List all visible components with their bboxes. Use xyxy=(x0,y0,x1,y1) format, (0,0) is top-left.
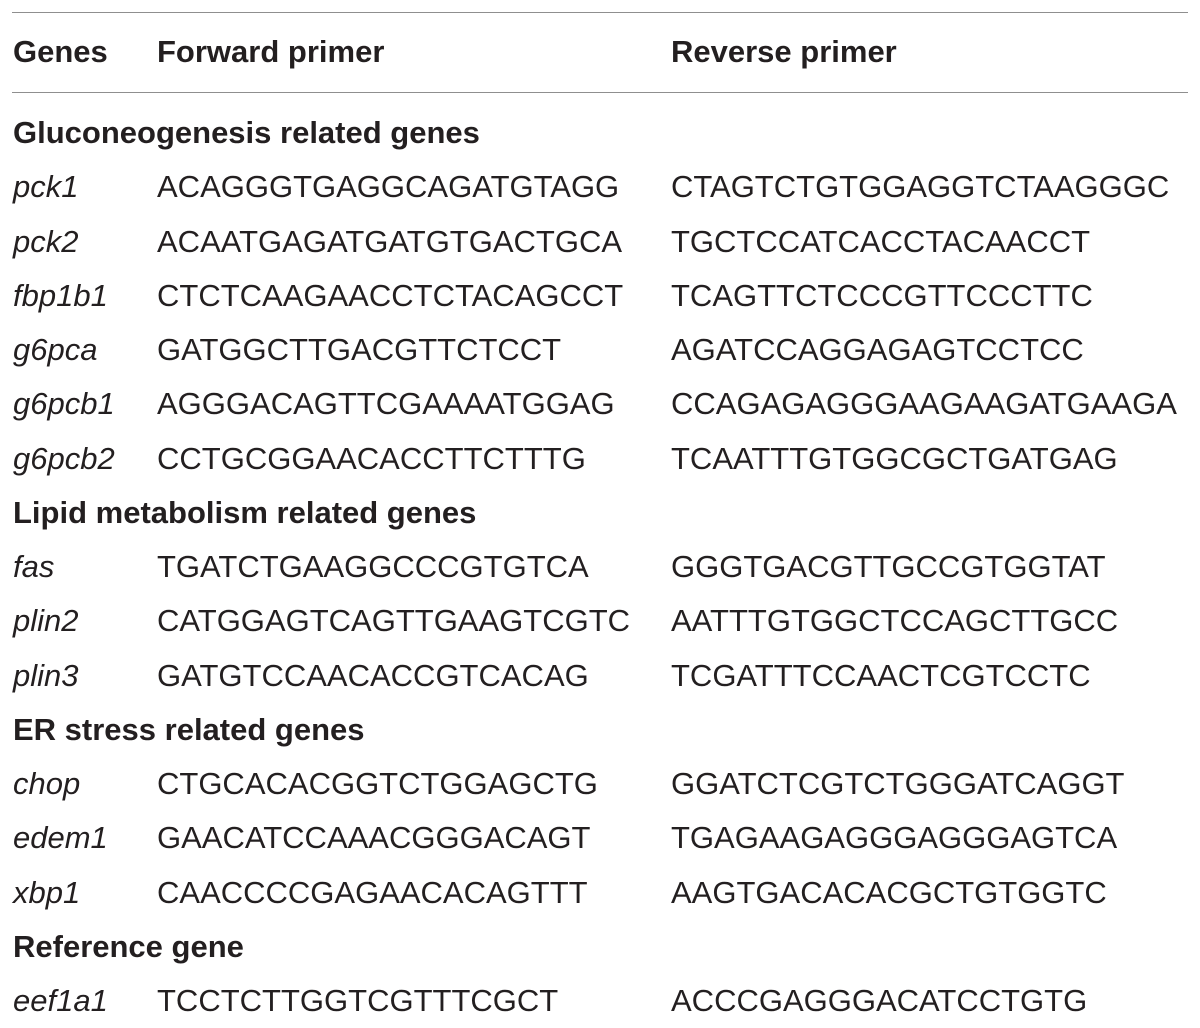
section-row: ER stress related genes xyxy=(0,703,1200,757)
table-row: pck2 ACAATGAGATGATGTGACTGCA TGCTCCATCACCTA… xyxy=(0,215,1200,269)
header-rule xyxy=(12,92,1188,93)
forward-primer: CTCTCAAGAACCTCTACAGCCT xyxy=(157,277,624,313)
table-row: g6pcb2 CCTGCGGAACACCTTCTTTG TCAATTTGTGGCGC… xyxy=(0,432,1200,486)
table-row: pck1 ACAGGGTGAGGCAGATGTAGG CTAGTCTGTGGAGGT… xyxy=(0,160,1200,214)
reverse-primer: TCAATTTGTGGCGCTGATGAG xyxy=(671,440,1118,476)
forward-primer: ACAATGAGATGATGTGACTGCA xyxy=(157,223,623,259)
reverse-primer: AAGTGACACACGCTGTGGTC xyxy=(671,874,1107,910)
section-row: Reference gene xyxy=(0,920,1200,974)
table-top-rule xyxy=(12,12,1188,13)
forward-primer: CCTGCGGAACACCTTCTTTG xyxy=(157,440,586,476)
forward-primer: CTGCACACGGTCTGGAGCTG xyxy=(157,766,598,801)
section-title: Gluconeogenesis related genes xyxy=(13,115,480,150)
gene-name: pck2 xyxy=(13,223,79,259)
forward-primer: CAACCCCGAGAACACAGTTT xyxy=(157,874,588,910)
forward-primer: GATGTCCAACACCGTCACAG xyxy=(157,657,589,693)
reverse-primer: GGATCTCGTCTGGGATCAGGT xyxy=(671,766,1125,801)
gene-name: fbp1b1 xyxy=(13,277,108,313)
gene-name: g6pcb1 xyxy=(13,386,115,422)
gene-name: eef1a1 xyxy=(13,983,108,1018)
reverse-primer: CCAGAGAGGGAAGAAGATGAAGA xyxy=(671,386,1177,422)
reverse-primer: TCGATTTCCAACTCGTCCTC xyxy=(671,657,1091,693)
section-title: Lipid metabolism related genes xyxy=(13,494,477,530)
reverse-primer: TCAGTTCTCCCGTTCCCTTC xyxy=(671,277,1093,313)
forward-primer: CATGGAGTCAGTTGAAGTCGTC xyxy=(157,603,631,639)
reverse-primer: ACCCGAGGGACATCCTGTG xyxy=(671,983,1088,1018)
gene-name: xbp1 xyxy=(13,874,81,910)
gene-name: edem1 xyxy=(13,820,108,856)
table-row: plin2 CATGGAGTCAGTTGAAGTCGTC AATTTGTGGCTCC… xyxy=(0,594,1200,648)
forward-primer: TCCTCTTGGTCGTTTCGCT xyxy=(157,983,559,1018)
table-row: edem1 GAACATCCAAACGGGACAGT TGAGAAGAGGGAGGG… xyxy=(0,811,1200,865)
reverse-primer: GGGTGACGTTGCCGTGGTAT xyxy=(671,549,1106,584)
section-row: Gluconeogenesis related genes xyxy=(0,106,1200,160)
reverse-primer: TGAGAAGAGGGAGGGAGTCA xyxy=(671,820,1118,856)
gene-name: chop xyxy=(13,766,81,801)
table-row: fbp1b1 CTCTCAAGAACCTCTACAGCCT TCAGTTCTCCCG… xyxy=(0,269,1200,323)
gene-name: g6pcb2 xyxy=(13,440,115,476)
table-row: eef1a1 TCCTCTTGGTCGTTTCGCT ACCCGAGGGACATCC… xyxy=(0,974,1200,1028)
header-genes: Genes xyxy=(13,34,108,69)
reverse-primer: CTAGTCTGTGGAGGTCTAAGGGC xyxy=(671,169,1170,205)
gene-name: g6pca xyxy=(13,332,98,367)
section-title: Reference gene xyxy=(13,928,244,964)
header-forward-primer: Forward primer xyxy=(157,34,385,69)
gene-name: pck1 xyxy=(13,169,79,205)
table-row: fas TGATCTGAAGGCCCGTGTCA GGGTGACGTTGCCGTGG… xyxy=(0,540,1200,594)
table-row: g6pcb1 AGGGACAGTTCGAAAATGGAG CCAGAGAGGGAAG… xyxy=(0,377,1200,431)
section-row: Lipid metabolism related genes xyxy=(0,486,1200,540)
forward-primer: ACAGGGTGAGGCAGATGTAGG xyxy=(157,169,620,205)
forward-primer: TGATCTGAAGGCCCGTGTCA xyxy=(157,549,589,584)
forward-primer: AGGGACAGTTCGAAAATGGAG xyxy=(157,386,615,422)
reverse-primer: AGATCCAGGAGAGTCCTCC xyxy=(671,332,1084,367)
gene-name: plin3 xyxy=(13,657,79,693)
table-row: plin3 GATGTCCAACACCGTCACAG TCGATTTCCAACTCG… xyxy=(0,649,1200,703)
gene-name: plin2 xyxy=(13,603,79,639)
reverse-primer: AATTTGTGGCTCCAGCTTGCC xyxy=(671,603,1119,639)
reverse-primer: TGCTCCATCACCTACAACCT xyxy=(671,223,1091,259)
table-row: g6pca GATGGCTTGACGTTCTCCT AGATCCAGGAGAGTCC… xyxy=(0,323,1200,377)
table-row: chop CTGCACACGGTCTGGAGCTG GGATCTCGTCTGGGAT… xyxy=(0,757,1200,811)
header-reverse-primer: Reverse primer xyxy=(671,34,897,69)
table-row: xbp1 CAACCCCGAGAACACAGTTT AAGTGACACACGCTGT… xyxy=(0,866,1200,920)
gene-name: fas xyxy=(13,549,55,584)
forward-primer: GAACATCCAAACGGGACAGT xyxy=(157,820,591,856)
section-title: ER stress related genes xyxy=(13,711,365,747)
forward-primer: GATGGCTTGACGTTCTCCT xyxy=(157,332,562,367)
